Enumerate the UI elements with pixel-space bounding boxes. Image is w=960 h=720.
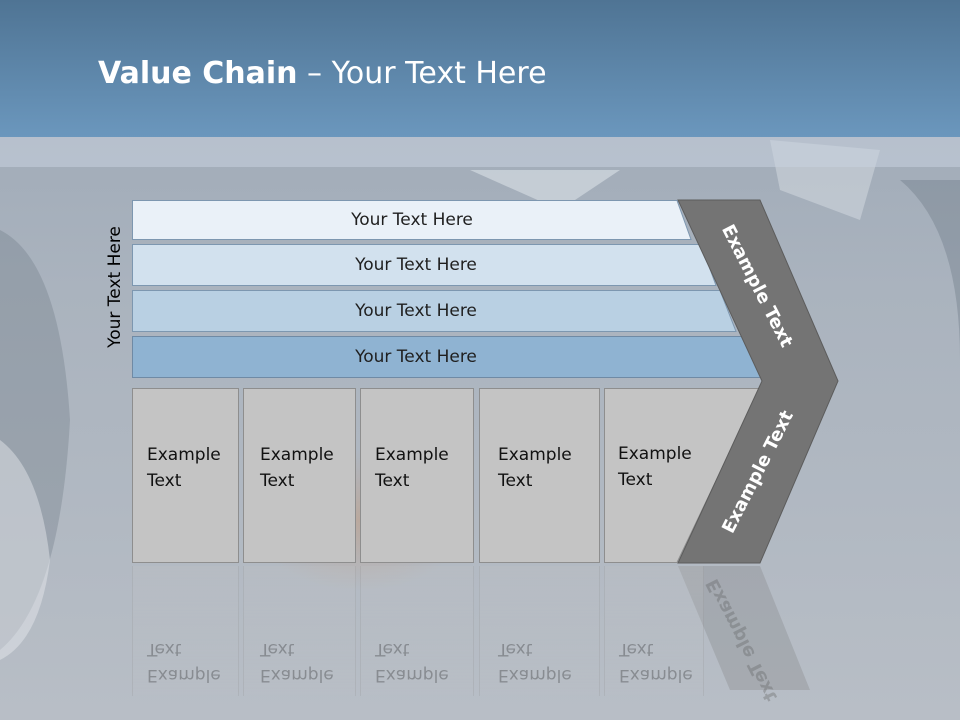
row-1: Your Text Here — [132, 200, 692, 240]
reflection-box-2-inner: Example Text — [243, 566, 356, 696]
reflection-5-line2: Text — [619, 639, 654, 659]
row-2-label: Your Text Here — [355, 255, 477, 275]
reflection-box-1-inner: Example Text — [132, 566, 239, 696]
box-3-line2: Text — [375, 471, 410, 491]
title-rest: – Your Text Here — [297, 56, 547, 91]
activity-box-3: Example Text — [360, 388, 474, 563]
row-4: Your Text Here — [132, 336, 764, 378]
reflection-4-line2: Text — [498, 639, 533, 659]
activity-box-1: Example Text — [132, 388, 239, 563]
row-1-shape — [132, 200, 692, 240]
reflection-box-3: Example Text — [360, 566, 474, 696]
box-2-line1: Example — [260, 445, 334, 465]
reflection-box-4-inner: Example Text — [479, 566, 600, 696]
header-subband — [0, 137, 960, 167]
row-4-label: Your Text Here — [355, 347, 477, 367]
box-4-line1: Example — [498, 445, 572, 465]
reflection-box-3-inner: Example Text — [360, 566, 474, 696]
box-3-line1: Example — [375, 445, 449, 465]
reflection-1-line2: Text — [147, 639, 182, 659]
activity-box-4: Example Text — [479, 388, 600, 563]
page-title: Value Chain – Your Text Here — [98, 54, 547, 94]
reflection-2-line2: Text — [260, 639, 295, 659]
box-1-line2: Text — [147, 471, 182, 491]
reflection-3-line2: Text — [375, 639, 410, 659]
reflection-3-line1: Example — [375, 665, 449, 685]
reflection-box-5-inner: Example Text — [604, 566, 704, 696]
box-2-line2: Text — [260, 471, 295, 491]
activity-box-5: Example Text — [604, 388, 704, 563]
reflection-box-2: Example Text — [243, 566, 356, 696]
box-5-line2: Text — [618, 470, 653, 490]
box-1-line1: Example — [147, 445, 221, 465]
row-2-shape — [132, 244, 717, 286]
reflection-5-line1: Example — [619, 665, 693, 685]
row-2: Your Text Here — [132, 244, 717, 286]
reflection-box-1: Example Text — [132, 566, 239, 696]
row-3: Your Text Here — [132, 290, 737, 332]
row-1-label: Your Text Here — [351, 210, 473, 230]
row-3-shape — [132, 290, 737, 332]
reflection-4-line1: Example — [498, 665, 572, 685]
row-3-label: Your Text Here — [355, 301, 477, 321]
header-band — [0, 0, 960, 137]
reflection-box-5: Example Text — [604, 566, 704, 696]
box-5-line1: Example — [618, 444, 692, 464]
activity-box-2: Example Text — [243, 388, 356, 563]
reflection-2-line1: Example — [260, 665, 334, 685]
reflection-box-4: Example Text — [479, 566, 600, 696]
title-bold: Value Chain — [98, 56, 298, 91]
reflection-1-line1: Example — [147, 665, 221, 685]
box-4-line2: Text — [498, 471, 533, 491]
